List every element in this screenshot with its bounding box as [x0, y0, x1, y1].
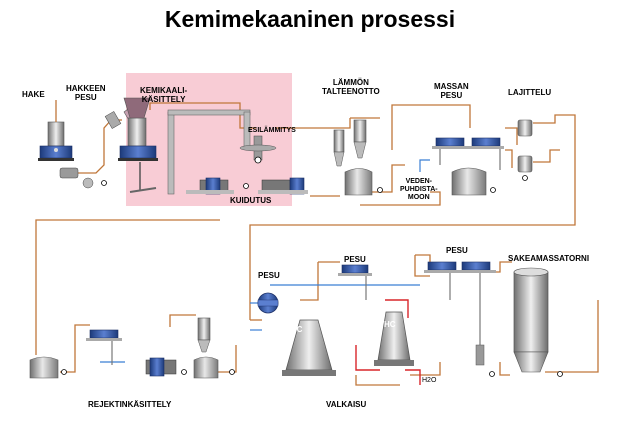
label-hc: HC	[384, 320, 396, 329]
chemical-impregnator	[118, 97, 158, 193]
label-pesu-1: PESU	[258, 271, 280, 280]
label-sakeamassatorni: SAKEAMASSATORNI	[508, 254, 590, 263]
label-hakkeen-pesu: HAKKEEN PESU	[66, 84, 106, 102]
final-washer-presses	[424, 261, 496, 377]
label-hake: HAKE	[22, 90, 45, 99]
hake-bin	[38, 100, 74, 161]
preheater	[239, 135, 277, 164]
water-lines	[100, 159, 430, 363]
label-valkaisu: VALKAISU	[326, 400, 367, 409]
label-esilammitys: ESILÄMMITYS	[248, 127, 296, 134]
refiner-2	[258, 177, 308, 195]
label-lajittelu: LAJITTELU	[508, 88, 552, 97]
label-massan-pesu: MASSAN PESU	[434, 82, 469, 100]
pipe-network	[35, 102, 599, 386]
label-rejektinkasittely: REJEKTINKÄSITTELY	[88, 400, 172, 409]
mc-bleaching	[257, 292, 336, 376]
pulp-washer-presses	[432, 137, 504, 196]
label-pesu-2: PESU	[344, 255, 366, 264]
screens	[517, 119, 533, 181]
label-mc: MC	[290, 325, 303, 334]
high-consistency-tower	[513, 267, 563, 377]
chemical-feed-line	[355, 299, 421, 385]
label-kemikaalikasittely: KEMIKAALI- KÄSITTELY	[140, 86, 188, 104]
label-lammon-talteenotto: LÄMMÖN TALTEENOTTO	[322, 78, 380, 96]
heat-recovery-cyclone	[333, 119, 383, 196]
chip-screw	[59, 167, 107, 189]
page-title: Kemimekaaninen prosessi	[164, 6, 456, 32]
label-pesu-3: PESU	[446, 246, 468, 255]
label-kuidutus: KUIDUTUS	[230, 196, 272, 205]
refiner-1	[186, 177, 249, 195]
label-h2o: H2O	[422, 377, 437, 384]
hc-bleaching	[338, 264, 414, 366]
label-vedenpuhdistamo: VEDEN- PUHDISTA- MOON	[400, 178, 438, 201]
reject-handling	[29, 317, 235, 379]
